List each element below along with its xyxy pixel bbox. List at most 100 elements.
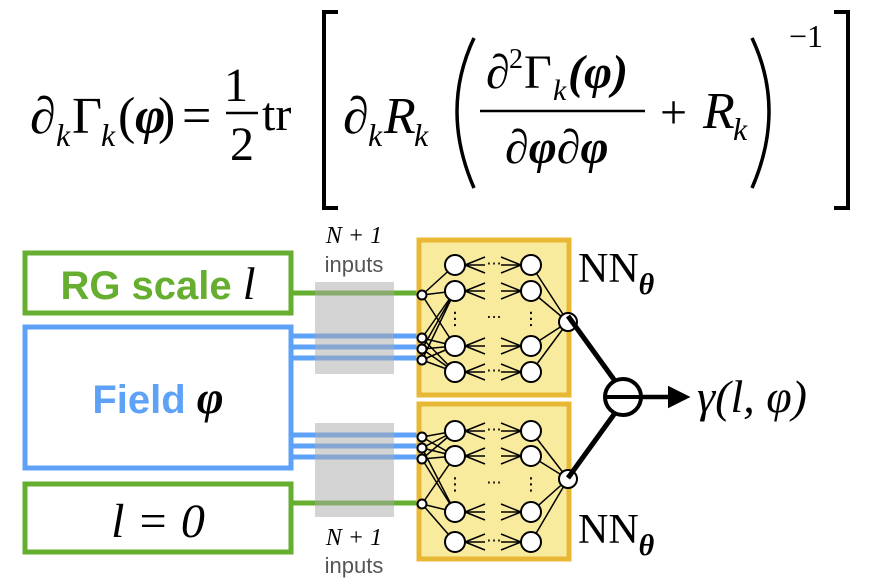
neural-net-top: ·········⋮⋮ xyxy=(416,237,578,398)
eq-exponent: −1 xyxy=(789,18,823,54)
bottom-input-count: N + 1 xyxy=(325,525,382,551)
nn-edge xyxy=(500,541,522,551)
nn-hidden-node xyxy=(444,531,466,553)
eq-R2: R xyxy=(702,83,735,140)
nn-edge xyxy=(500,430,522,440)
eq-half-denominator: 2 xyxy=(230,118,254,171)
eq-paren-open xyxy=(455,37,476,189)
input-band-bottom xyxy=(315,423,394,517)
eq-R: R xyxy=(383,88,416,145)
nn-edge xyxy=(500,363,522,373)
nn-ellipsis: ··· xyxy=(486,308,501,327)
nn-input-node xyxy=(416,289,428,301)
nn-hidden-node xyxy=(444,254,466,276)
nn-hidden-node xyxy=(444,501,466,523)
nn-ellipsis-vertical: ⋮ xyxy=(446,474,464,495)
nn-edge xyxy=(500,282,522,292)
nn-ellipsis: ··· xyxy=(486,531,501,550)
nn-hidden-node xyxy=(444,280,466,302)
nn-edge xyxy=(500,455,522,465)
nn-edge xyxy=(464,256,486,266)
eq-lhs-gamma: Γ xyxy=(72,88,102,145)
nn-edge xyxy=(464,282,486,292)
nn-box xyxy=(416,237,572,398)
l-zero-box xyxy=(22,481,294,555)
l-zero-label: l = 0 xyxy=(111,495,205,548)
top-input-count: N + 1 xyxy=(325,223,382,249)
bottom-input-label: inputs xyxy=(325,553,384,578)
nn-bottom-label: NNθ xyxy=(578,507,655,562)
nn-edge xyxy=(500,503,522,513)
nn-top-label: NNθ xyxy=(578,246,655,301)
nn-edge xyxy=(464,503,486,513)
nn-edge xyxy=(500,345,522,355)
nn-hidden-node xyxy=(444,361,466,383)
eq-dk-sub: k xyxy=(368,117,383,153)
nn-edge xyxy=(500,422,522,432)
input-l-zero: l = 0 xyxy=(22,481,294,555)
nn-edge xyxy=(464,447,486,457)
nn-edge xyxy=(464,455,486,465)
nn-ellipsis-vertical: ⋮ xyxy=(522,474,540,495)
nn-edge xyxy=(464,290,486,300)
nn-hidden-node xyxy=(520,361,542,383)
nn-output-node xyxy=(558,312,578,332)
nn-edge xyxy=(464,371,486,381)
field-box xyxy=(22,324,294,471)
nn-edge xyxy=(500,290,522,300)
nn-hidden-node xyxy=(520,531,542,553)
nn-edge xyxy=(500,256,522,266)
eq-frac-den: ∂φ∂φ xyxy=(505,121,609,174)
link-top-to-minus xyxy=(565,314,618,383)
nn-input-node xyxy=(416,332,428,344)
nn-hidden-node xyxy=(444,420,466,442)
eq-lhs-paren-open: ( xyxy=(118,88,135,145)
eq-lhs-partial: ∂ xyxy=(30,88,56,145)
nn-edge xyxy=(500,264,522,274)
output-label: γ(l, φ) xyxy=(697,371,807,422)
eq-frac-num-args: (φ) xyxy=(568,46,628,99)
nn-ellipsis: ··· xyxy=(486,420,501,439)
nn-edge xyxy=(464,363,486,373)
nn-edge xyxy=(500,511,522,521)
eq-trace: tr xyxy=(262,88,291,141)
nn-edge xyxy=(421,290,456,350)
eq-R2-sub: k xyxy=(733,111,748,147)
nn-edge xyxy=(530,264,569,323)
eq-lhs-gamma-sub: k xyxy=(101,117,116,153)
eq-plus: + xyxy=(660,86,687,139)
nn-hidden-node xyxy=(520,335,542,357)
eq-half-numerator: 1 xyxy=(224,59,248,112)
nn-ellipsis: ··· xyxy=(486,254,501,273)
nn-edge xyxy=(500,337,522,347)
field-label: Field φ xyxy=(92,372,223,423)
nn-edge xyxy=(530,478,569,543)
nn-ellipsis-vertical: ⋮ xyxy=(446,309,464,330)
rg-scale-label: RG scale l xyxy=(60,258,255,309)
nn-hidden-node xyxy=(520,501,542,523)
nn-edge xyxy=(464,511,486,521)
eq-dk-partial: ∂ xyxy=(343,88,369,145)
nn-hidden-node xyxy=(520,280,542,302)
eq-frac-num-partial: ∂ xyxy=(486,46,510,99)
eq-lhs-paren-close: ) xyxy=(158,88,175,145)
eq-lhs-phi: φ xyxy=(135,88,165,145)
nn-input-node xyxy=(416,442,428,454)
nn-hidden-node xyxy=(444,335,466,357)
nn-hidden-node xyxy=(444,445,466,467)
nn-ellipsis: ··· xyxy=(486,473,501,492)
nn-input-node xyxy=(416,343,428,355)
rg-scale-box xyxy=(22,250,294,316)
eq-lhs-partial-sub: k xyxy=(56,117,71,153)
eq-equals: = xyxy=(182,88,211,145)
input-rg-scale: RG scale l xyxy=(22,250,294,316)
eq-R-sub: k xyxy=(414,117,429,153)
nn-edge xyxy=(464,422,486,432)
nn-edge xyxy=(464,337,486,347)
nn-input-node xyxy=(416,431,428,443)
eq-frac-num-gamma: Γ xyxy=(524,46,552,99)
nn-input-node xyxy=(416,453,428,465)
nn-edge xyxy=(464,533,486,543)
input-field: Field φ xyxy=(22,324,294,471)
nn-edge xyxy=(500,371,522,381)
